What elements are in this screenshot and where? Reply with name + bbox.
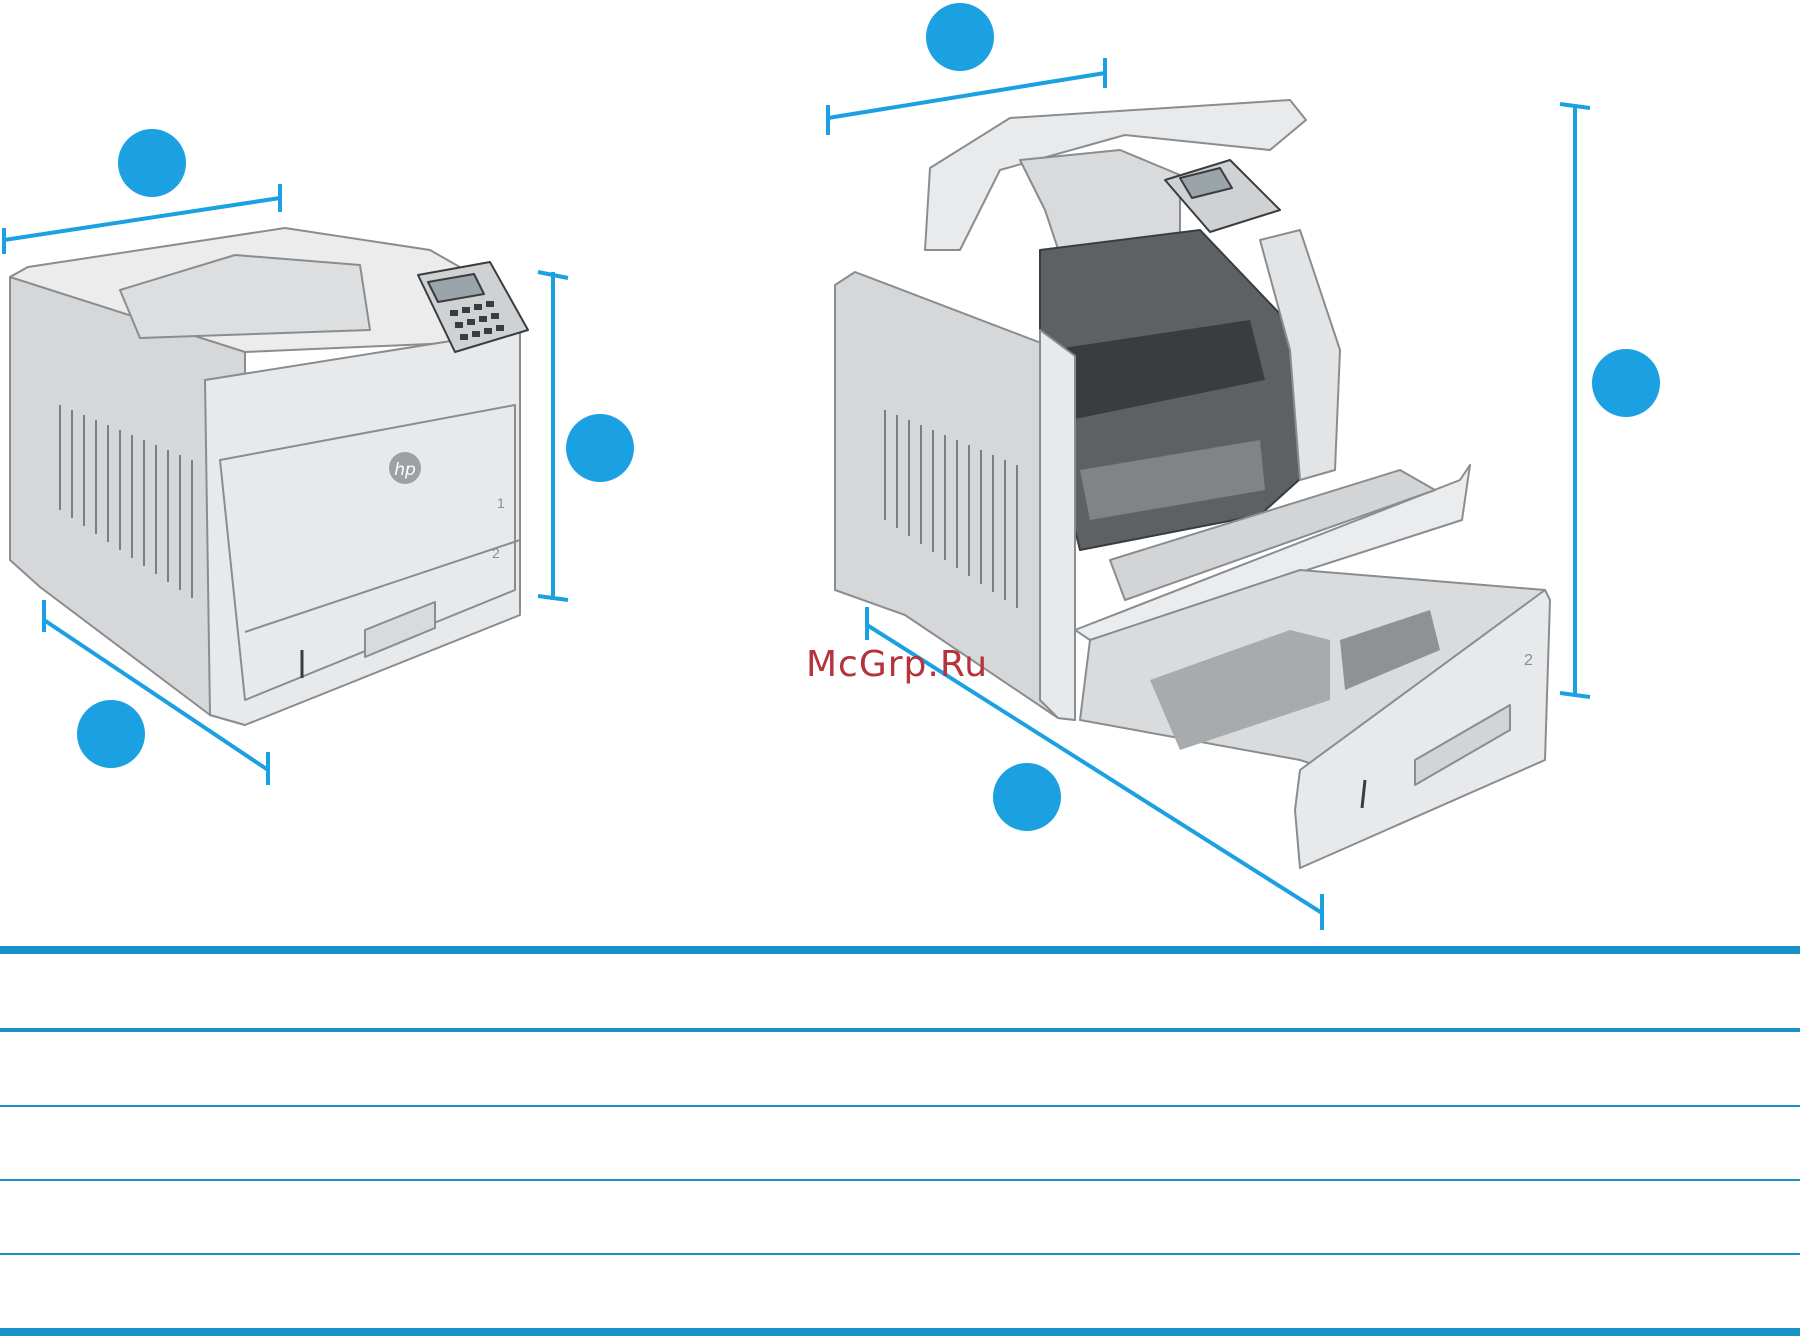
side-vents bbox=[59, 405, 193, 598]
svg-text:hp: hp bbox=[394, 460, 416, 480]
callout-width-closed bbox=[118, 129, 186, 197]
printer-dimension-figure: hp 1 2 bbox=[2, 3, 1660, 930]
dimension-lines-open bbox=[826, 58, 1591, 930]
callout-depth-open bbox=[993, 763, 1061, 831]
callout-depth-closed bbox=[77, 700, 145, 768]
side-vents-open bbox=[884, 410, 1018, 608]
dimension-lines-closed bbox=[2, 184, 569, 785]
table-top-rule bbox=[0, 946, 1800, 954]
table-bottom-rule bbox=[0, 1328, 1800, 1336]
tray-label-1: 1 bbox=[497, 495, 505, 511]
tray-label-open: 2 bbox=[1524, 652, 1533, 669]
table-header-rule bbox=[0, 1028, 1800, 1032]
printer-closed-illustration: hp 1 2 bbox=[9, 227, 529, 726]
tray-label-2: 2 bbox=[492, 545, 500, 561]
keypad bbox=[450, 301, 504, 340]
watermark-text: McGrp.Ru bbox=[806, 644, 989, 685]
hp-logo-icon: hp bbox=[389, 452, 421, 484]
callout-height-open bbox=[1592, 349, 1660, 417]
dimension-table bbox=[0, 946, 1800, 1336]
table-row-rule bbox=[0, 1253, 1800, 1255]
callout-height-closed bbox=[566, 414, 634, 482]
table-row-rule bbox=[0, 1179, 1800, 1181]
table-row-rule bbox=[0, 1105, 1800, 1107]
callout-width-open bbox=[926, 3, 994, 71]
printer-open-illustration: 2 bbox=[834, 99, 1551, 869]
